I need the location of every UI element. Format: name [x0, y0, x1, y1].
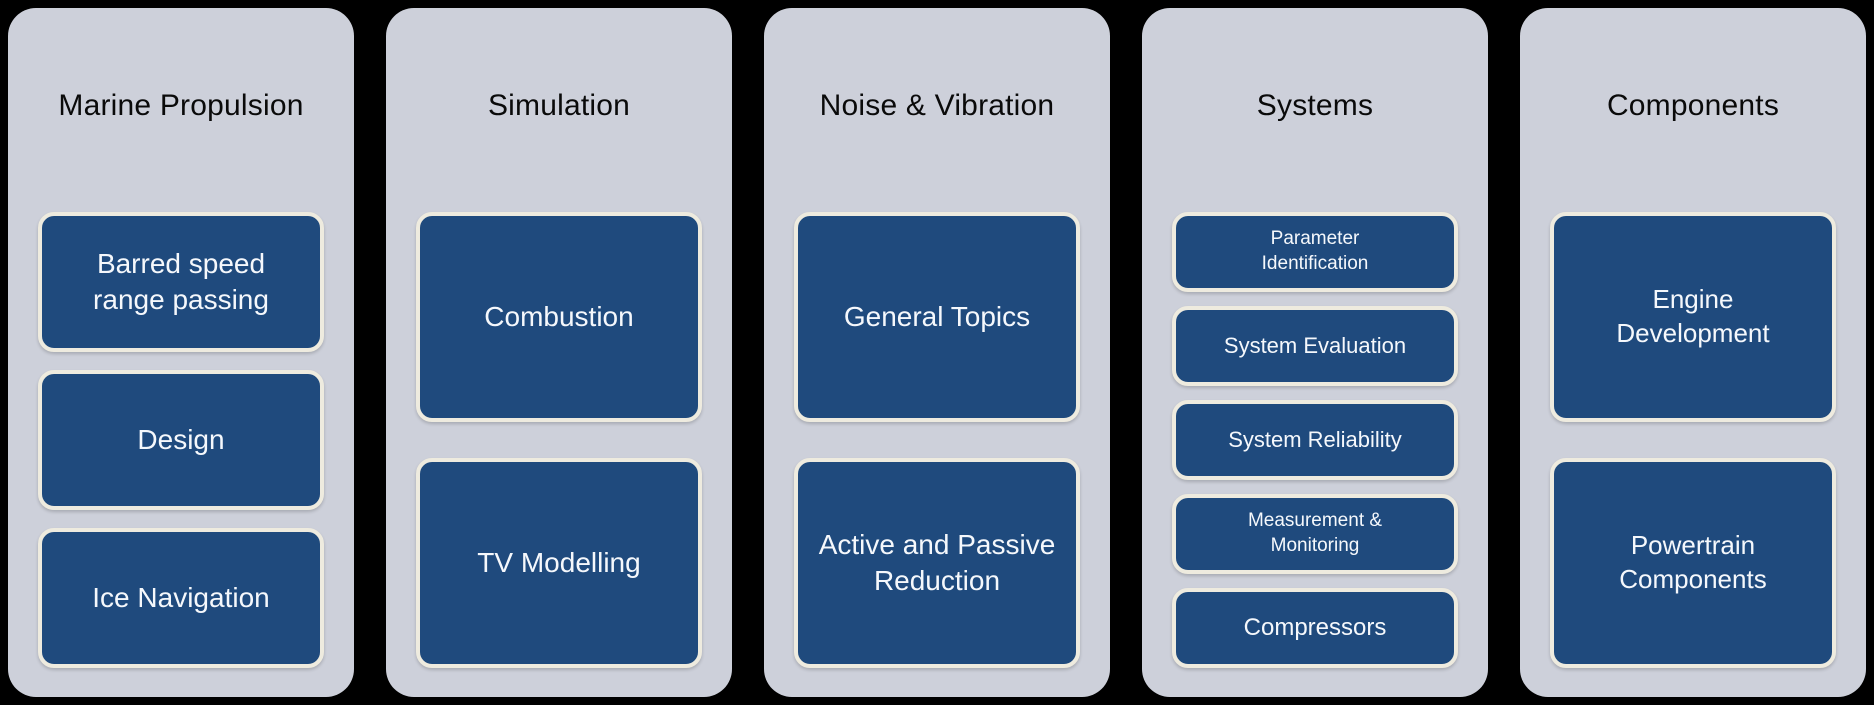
column-simulation: Simulation Combustion TV Modelling [386, 8, 732, 697]
topic-label: Powertrain Components [1619, 530, 1767, 594]
topic-engine: Engine Development [1550, 212, 1836, 422]
topic-label: Engine Development [1616, 284, 1770, 348]
topic-list: Engine Development Powertrain Components [1550, 212, 1836, 668]
topic-list: Barred speed range passing Design Ice Na… [38, 212, 324, 668]
topic-label: TV Modelling [477, 546, 641, 578]
topic-ice-navigation: Ice Navigation [38, 528, 324, 668]
column-components: Components Engine Development Powertrain… [1520, 8, 1866, 697]
column-marine-propulsion: Marine Propulsion Barred speed range pas… [8, 8, 354, 697]
topic-label: Barred speed range passing [93, 247, 269, 315]
topic-powertrain: Powertrain Components [1550, 458, 1836, 668]
topic-label: Design [137, 423, 225, 455]
topic-active-and-passive: Active and Passive Reduction [794, 458, 1080, 668]
column-title: Simulation [487, 89, 631, 122]
column-title: Components [1606, 89, 1780, 122]
topic-label: Compressors [1243, 614, 1387, 642]
topic-list: Parameter Identification System Evaluati… [1172, 212, 1458, 668]
topic-list: General Topics Active and Passive Reduct… [794, 212, 1080, 668]
topic-compressors: Compressors [1172, 588, 1458, 668]
topic-label: Ice Navigation [92, 581, 270, 613]
topic-system-evaluation: System Evaluation [1172, 306, 1458, 386]
topic-label: System Evaluation [1223, 332, 1407, 358]
topic-barred-speed: Barred speed range passing [38, 212, 324, 352]
topic-parameter: Parameter Identification [1172, 212, 1458, 292]
topic-general-topics: General Topics [794, 212, 1080, 422]
column-title: Systems [1256, 89, 1374, 122]
topic-list: Combustion TV Modelling [416, 212, 702, 668]
column-title: Marine Propulsion [58, 89, 304, 122]
column-systems: Systems Parameter Identification System … [1142, 8, 1488, 697]
topic-label: Parameter Identification [1261, 228, 1369, 274]
topic-combustion: Combustion [416, 212, 702, 422]
topic-tv-modelling: TV Modelling [416, 458, 702, 668]
topic-measurement: Measurement & Monitoring [1172, 494, 1458, 574]
topic-label: Measurement & Monitoring [1247, 510, 1383, 556]
topic-label: General Topics [843, 300, 1031, 332]
topic-system-reliability: System Reliability [1172, 400, 1458, 480]
topic-label: System Reliability [1228, 426, 1402, 452]
topic-design: Design [38, 370, 324, 510]
topic-label: Active and Passive Reduction [818, 528, 1056, 596]
column-title: Noise & Vibration [819, 89, 1055, 122]
column-noise-vibration: Noise & Vibration General Topics Active … [764, 8, 1110, 697]
topic-label: Combustion [484, 300, 634, 332]
